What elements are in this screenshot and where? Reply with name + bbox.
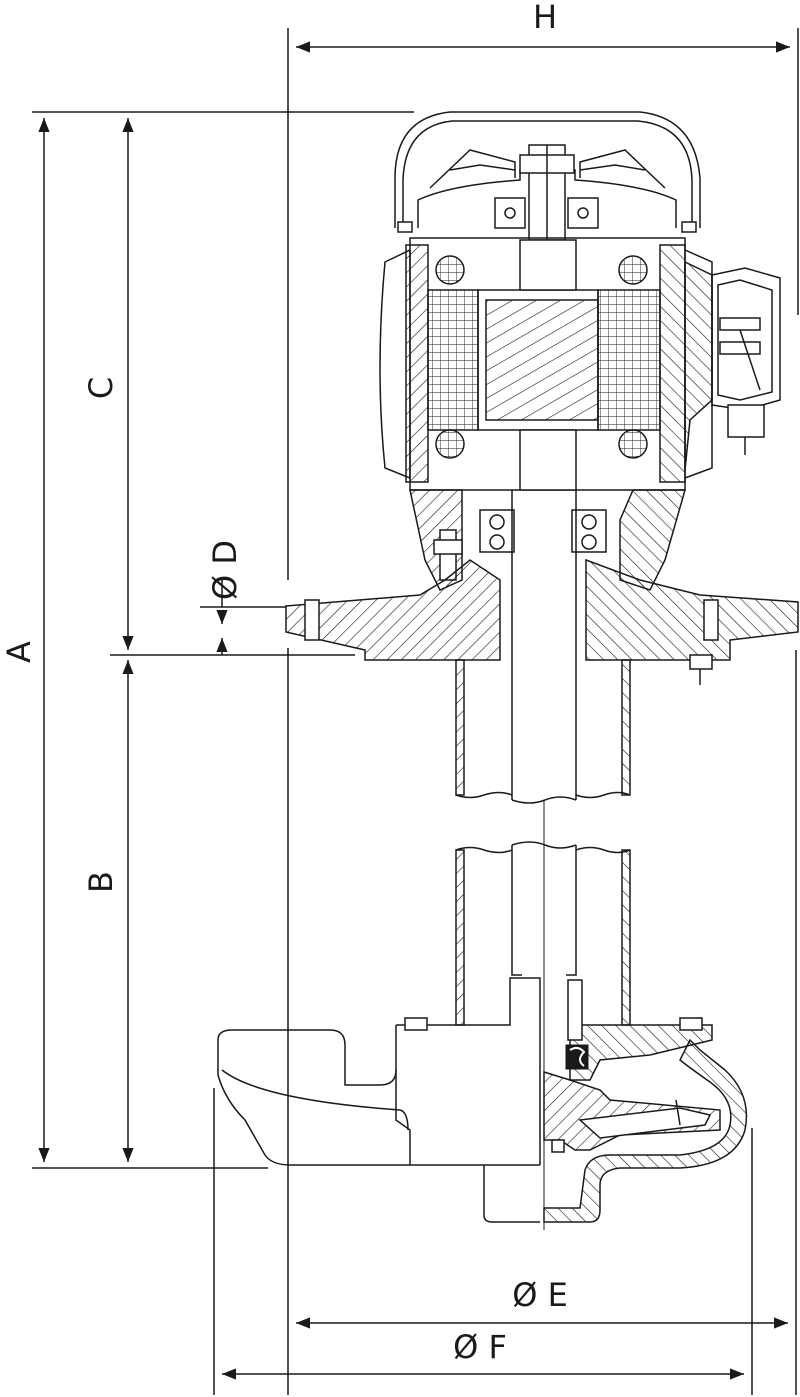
- motor-bracket: [409, 489, 686, 591]
- label-a: A: [0, 641, 38, 663]
- fan-cover: [394, 111, 701, 241]
- mounting-flange: [285, 558, 799, 685]
- label-c: C: [82, 377, 120, 399]
- label-h: H: [533, 0, 557, 36]
- label-e: Ø E: [512, 1276, 568, 1314]
- column-pipe: [455, 659, 631, 1026]
- label-f: Ø F: [453, 1328, 507, 1366]
- label-d: Ø D: [206, 540, 244, 600]
- pump-housing: [217, 977, 748, 1223]
- terminal-box: [711, 267, 781, 455]
- label-b: B: [82, 871, 120, 893]
- motor-housing: [379, 237, 713, 491]
- shaft: [511, 490, 577, 1230]
- dimension-lines: [32, 28, 799, 1395]
